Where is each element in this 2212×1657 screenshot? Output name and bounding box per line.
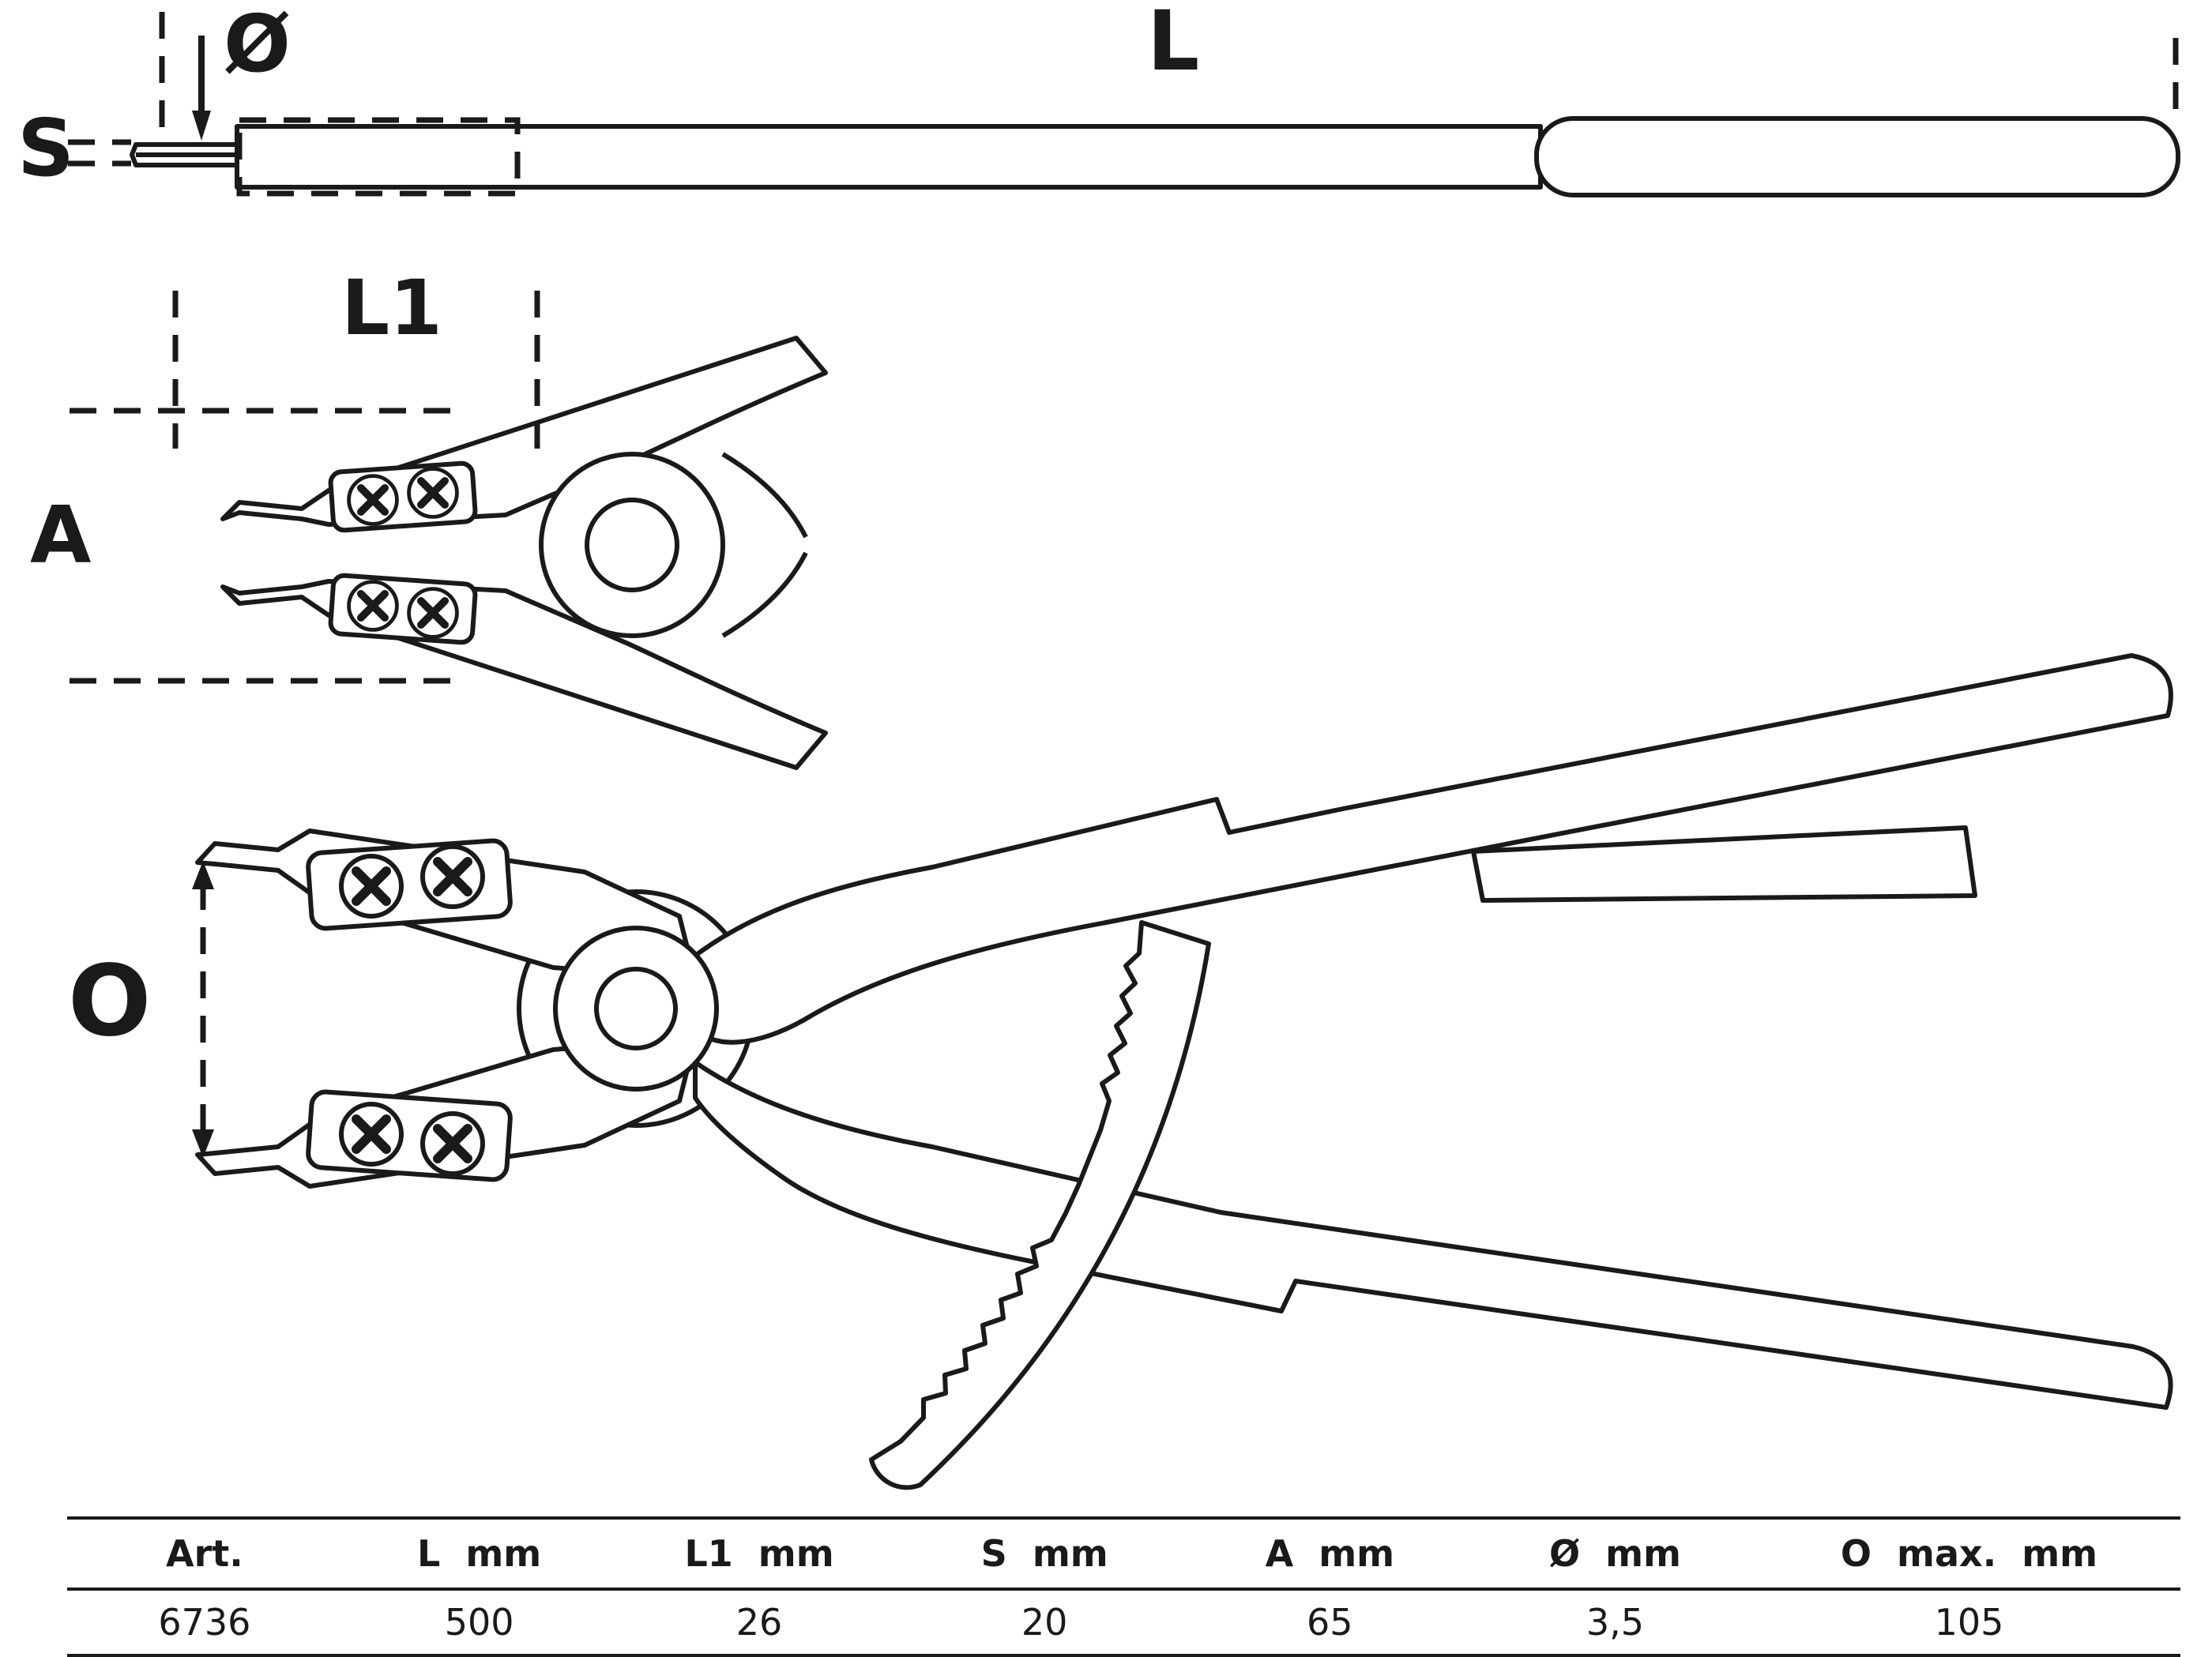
value-art: 6736 <box>158 1601 251 1644</box>
header-art: Art. <box>166 1532 243 1575</box>
plier-body-side <box>235 124 1543 190</box>
value-a: 65 <box>1307 1601 1353 1644</box>
locking-rod <box>1471 825 1977 903</box>
s-label: S <box>17 102 75 194</box>
arrowhead-down <box>192 111 211 141</box>
plier-handle-side <box>1534 116 2180 197</box>
closed-tips-side <box>130 142 239 167</box>
spec-table-header-row: Art. L mm L1 mm S mm A mm Ø mm O max. mm <box>67 1518 2180 1589</box>
detail-upper-jaw <box>220 336 828 527</box>
value-s: 20 <box>1021 1601 1068 1644</box>
spec-table: Art. L mm L1 mm S mm A mm Ø mm O max. mm… <box>67 1516 2180 1657</box>
o-label: O <box>68 945 152 1058</box>
top-view-dimension-lines <box>68 12 2179 197</box>
value-dia: 3,5 <box>1586 1601 1645 1644</box>
arrowhead-down <box>192 1129 214 1158</box>
diameter-label: Ø <box>224 0 292 90</box>
value-l1: 26 <box>735 1601 783 1644</box>
header-a: A mm <box>1265 1532 1395 1575</box>
header-o-max: O max. mm <box>1840 1532 2098 1575</box>
lower-handle <box>693 1060 2173 1410</box>
header-s: S mm <box>980 1532 1108 1575</box>
l1-label: L1 <box>341 264 442 352</box>
tip-detail-view <box>220 336 828 770</box>
l-label: L <box>1147 0 1200 89</box>
detail-lower-jaw <box>220 579 828 770</box>
detail-handle-curve-bottom <box>721 551 808 638</box>
spec-table-value-row: 6736 500 26 20 65 3,5 105 <box>67 1589 2180 1655</box>
ratchet-lock-arc <box>869 920 1211 1490</box>
detail-handle-curve-top <box>721 452 808 539</box>
detail-dimension-lines <box>70 291 540 684</box>
pivot-hole <box>594 967 678 1050</box>
detail-pivot-hole <box>585 498 679 592</box>
main-pliers-view <box>195 653 2173 1490</box>
header-l1: L1 mm <box>684 1532 834 1575</box>
header-dia: Ø mm <box>1548 1532 1681 1575</box>
a-label: A <box>30 489 92 581</box>
header-l: L mm <box>417 1532 542 1575</box>
top-side-view <box>130 116 2180 197</box>
opening-dimension <box>192 861 214 1158</box>
upper-handle <box>693 653 2173 1045</box>
head-region-dashed-box <box>236 117 521 197</box>
arrowhead-up <box>192 861 214 889</box>
value-l: 500 <box>444 1601 514 1644</box>
diameter-arrow <box>192 36 211 141</box>
value-o-max: 105 <box>1934 1601 2004 1644</box>
